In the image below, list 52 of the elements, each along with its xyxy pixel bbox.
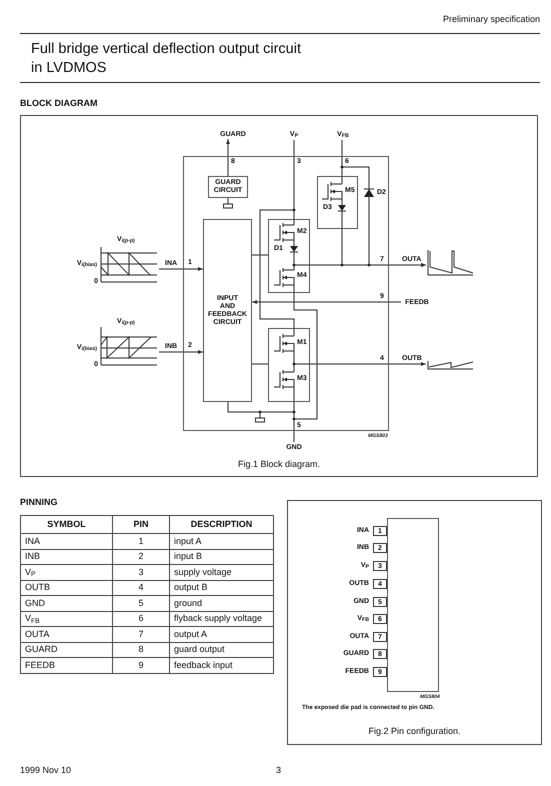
page-title: Full bridge vertical deflection output circuit in LVDMOS bbox=[31, 40, 302, 78]
table-cell: output A bbox=[170, 626, 274, 642]
table-cell: OUTA bbox=[20, 626, 112, 642]
table-cell: ground bbox=[170, 596, 274, 611]
arrow bbox=[368, 198, 426, 267]
footer-date: 1999 Nov 10 bbox=[20, 766, 72, 775]
chip-outline bbox=[387, 518, 439, 692]
arrow bbox=[252, 300, 402, 304]
table-cell: output B bbox=[170, 580, 274, 596]
table-cell: FEEDB bbox=[20, 658, 112, 673]
table-cell: flyback supply voltage bbox=[170, 611, 274, 626]
section-heading: BLOCK DIAGRAM bbox=[20, 99, 98, 108]
table-cell: 8 bbox=[112, 642, 170, 658]
table-cell: V$_{FB}$ bbox=[20, 611, 112, 626]
table-cell: 5 bbox=[112, 596, 170, 611]
table-cell: feedback input bbox=[170, 658, 274, 673]
table-cell: V$_{P}$ bbox=[20, 564, 112, 580]
transistor-block bbox=[268, 219, 310, 293]
arrow bbox=[158, 350, 204, 354]
column-header: DESCRIPTION bbox=[170, 516, 274, 534]
table-cell: 7 bbox=[112, 626, 170, 642]
table-cell: INA bbox=[20, 534, 112, 549]
table-cell: 9 bbox=[112, 658, 170, 673]
table-cell: INB bbox=[20, 549, 112, 564]
table-cell: GND bbox=[20, 596, 112, 611]
table-cell: 2 bbox=[112, 549, 170, 564]
wire bbox=[252, 254, 268, 256]
table-cell: OUTB bbox=[20, 580, 112, 596]
wire bbox=[260, 140, 294, 328]
table-cell: input A bbox=[170, 534, 274, 549]
wire bbox=[228, 402, 294, 442]
table-cell: guard output bbox=[170, 642, 274, 658]
table-cell: 4 bbox=[112, 580, 170, 596]
column-header: SYMBOL bbox=[20, 516, 112, 534]
table-cell: GUARD bbox=[20, 642, 112, 658]
table-cell: input B bbox=[170, 549, 274, 564]
table-cell: 1 bbox=[112, 534, 170, 549]
arrow bbox=[226, 138, 230, 176]
column-header: PIN bbox=[112, 516, 170, 534]
arrow bbox=[158, 267, 204, 271]
table-cell: 3 bbox=[112, 564, 170, 580]
page-number: 3 bbox=[276, 766, 282, 775]
wire bbox=[342, 140, 370, 188]
arrow bbox=[310, 362, 426, 366]
chip-outline bbox=[183, 156, 389, 431]
header-text: Preliminary specification bbox=[442, 15, 540, 24]
section-heading: PINNING bbox=[20, 498, 58, 507]
table-cell: 6 bbox=[112, 611, 170, 626]
table-cell: supply voltage bbox=[170, 564, 274, 580]
figure-caption: Fig.2 Pin configuration. bbox=[367, 727, 462, 736]
transistor-block bbox=[268, 328, 310, 402]
figure-caption: Fig.1 Block diagram. bbox=[236, 460, 322, 469]
